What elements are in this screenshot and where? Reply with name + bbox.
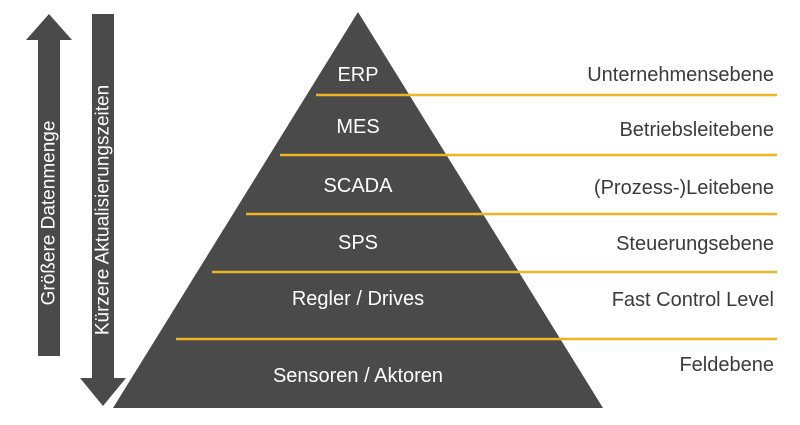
larger-data-volume-label: Größere Datenmenge	[39, 121, 60, 306]
level-description-feldebene: Feldebene	[679, 354, 774, 376]
level-separators	[176, 93, 777, 341]
level-name-regler-drives: Regler / Drives	[292, 288, 424, 310]
level-name-sps: SPS	[338, 232, 378, 254]
level-name-mes: MES	[336, 116, 379, 138]
shorter-update-times-label: Kürzere Aktualisierungszeiten	[93, 85, 114, 335]
level-name-scada: SCADA	[324, 175, 394, 197]
level-description-steuerungsebene: Steuerungsebene	[616, 233, 774, 255]
level-descriptions: Unternehmensebene Betriebsleitebene (Pro…	[587, 64, 774, 376]
down-arrow-icon	[80, 14, 126, 406]
shorter-update-times-arrow: Kürzere Aktualisierungszeiten	[80, 14, 126, 406]
pyramid	[113, 12, 603, 408]
level-description-fast-control-level: Fast Control Level	[612, 289, 774, 311]
larger-data-volume-arrow: Größere Datenmenge	[26, 14, 72, 356]
level-names: ERP MES SCADA SPS Regler / Drives Sensor…	[273, 64, 443, 387]
level-name-erp: ERP	[337, 64, 378, 86]
level-name-sensoren-aktoren: Sensoren / Aktoren	[273, 365, 443, 387]
level-description-unternehmensebene: Unternehmensebene	[587, 64, 774, 86]
up-arrow-icon	[26, 14, 72, 356]
level-description-leitebene: (Prozess-)Leitebene	[594, 177, 774, 199]
level-description-betriebsleitebene: Betriebsleitebene	[619, 119, 774, 141]
